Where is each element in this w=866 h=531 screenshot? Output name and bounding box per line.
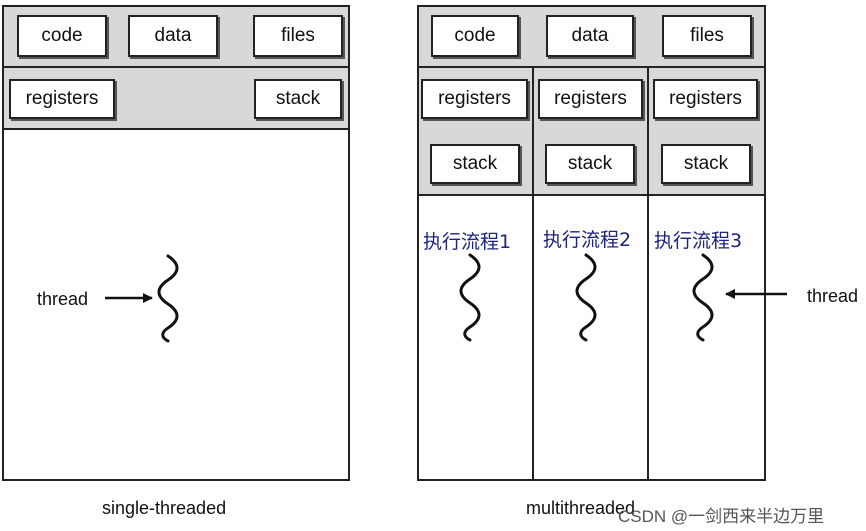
multi-stack-box-1: stack — [430, 144, 520, 184]
multi-code-box: code — [431, 15, 519, 57]
multi-registers-box-1: registers — [421, 79, 528, 119]
watermark: CSDN @一剑西来半边万里 — [618, 507, 825, 526]
multi-files-box: files — [662, 15, 752, 57]
thread-squiggle-icon-single — [157, 254, 179, 343]
single-threaded-caption: single-threaded — [102, 498, 227, 518]
multi-stack-box-2: stack — [545, 144, 635, 184]
multi-registers-box-2: registers — [538, 79, 643, 119]
thread-squiggle-icon-2 — [575, 253, 597, 342]
multi-data-box: data — [546, 15, 634, 57]
thread-squiggle-icon-1 — [459, 253, 481, 342]
execution-flow-label-1: 执行流程1 — [423, 231, 512, 253]
multithreaded-caption: multithreaded — [526, 498, 636, 518]
single-data-box: data — [128, 15, 218, 57]
thread-squiggle-icon-3 — [692, 253, 714, 342]
multi-stack-box-3: stack — [661, 144, 751, 184]
execution-flow-label-3: 执行流程3 — [654, 230, 743, 252]
execution-flow-label-2: 执行流程2 — [543, 229, 632, 251]
multi-column-divider-1 — [532, 66, 534, 481]
single-files-box: files — [253, 15, 343, 57]
single-stack-box: stack — [254, 79, 342, 119]
multi-thread-label: thread — [807, 286, 859, 306]
multi-column-divider-2 — [647, 66, 649, 481]
single-thread-label: thread — [37, 289, 89, 309]
single-code-box: code — [17, 15, 107, 57]
single-registers-box: registers — [9, 79, 115, 119]
multi-registers-box-3: registers — [653, 79, 758, 119]
